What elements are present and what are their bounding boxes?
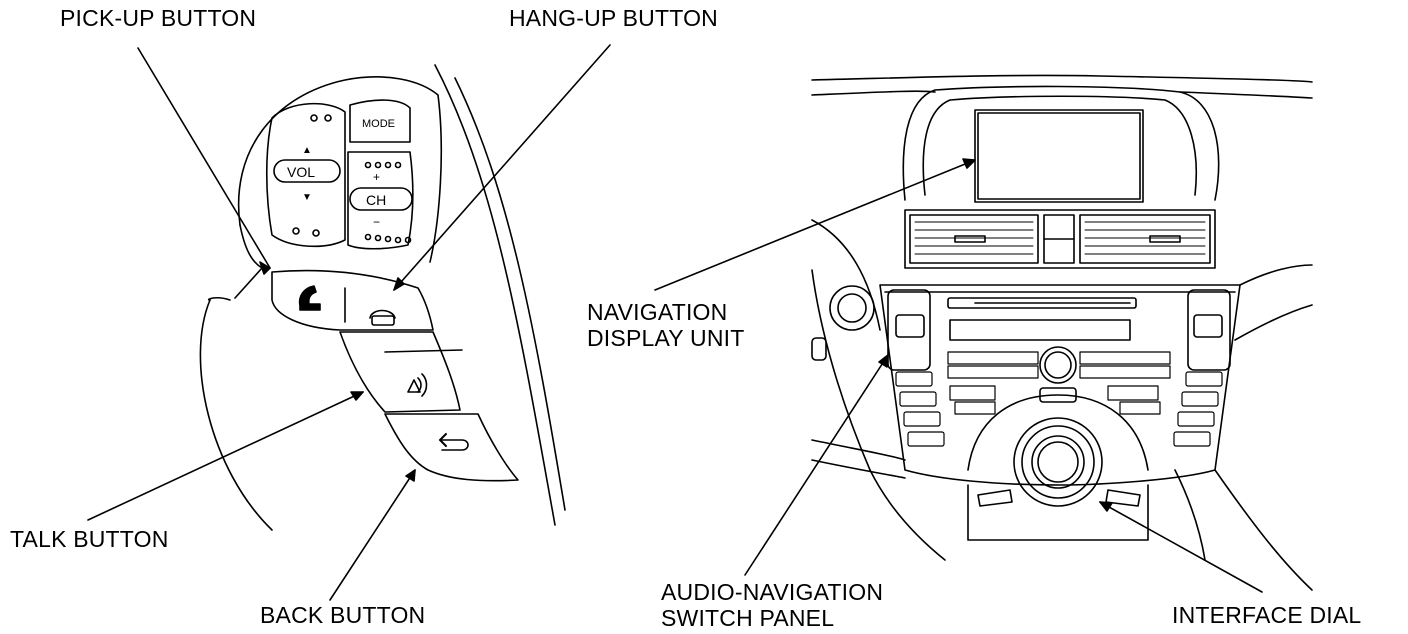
audio-navigation-switch-panel [879,284,1241,486]
vol-up-arrow-icon: ▲ [302,145,312,156]
vol-button-label: VOL [287,164,315,180]
back-button-label: BACK BUTTON [260,602,426,628]
talk-icon [407,373,428,397]
left-vent-round [829,285,875,331]
wheel-rim-inner [454,77,566,511]
vol-pad [265,102,346,248]
interface-dial-arrow [1099,501,1113,512]
hangup-icon [369,309,396,326]
dashboard-illustration [654,74,1313,593]
audio-knob [1039,346,1077,384]
back-icon [439,433,469,451]
ch-minus-icon: − [373,215,380,229]
back-leader-line [329,469,416,601]
audio-navigation-label-line1: AUDIO-NAVIGATION [661,579,884,605]
wheel-rim-outer [434,64,556,526]
hangup-arrow [393,277,405,291]
pickup-leader-line [137,47,271,269]
center-vent-frame [904,209,1216,269]
audio-nav-leader-line [744,354,889,576]
interface-dial [1013,417,1103,507]
navigation-display-screen [974,109,1144,203]
hangup-button-label: HANG-UP BUTTON [509,5,718,31]
talk-leader-line [87,391,364,521]
ch-button-label: CH [366,192,386,208]
ch-plus-icon: + [373,170,380,184]
interface-dial-label: INTERFACE DIAL [1172,602,1362,628]
ch-button [349,187,413,211]
navigation-display-label-line1: NAVIGATION [587,299,728,325]
nav-display-leader-line [654,159,976,291]
display-hood [902,85,1220,201]
audio-navigation-label-line2: SWITCH PANEL [661,605,835,631]
hangup-leader-line [393,44,611,291]
talk-button-label: TALK BUTTON [10,526,169,552]
mode-button [349,99,411,143]
ch-pad [347,151,414,250]
nav-display-arrow [962,158,976,169]
audio-nav-arrow [878,354,889,368]
steering-wheel-illustration [87,44,611,601]
talk-arrow [350,391,364,401]
mode-button-label: MODE [362,118,395,130]
vol-down-arrow-icon: ▼ [302,192,312,203]
pickup-arrow [259,261,271,275]
back-button-body [384,413,519,482]
back-arrow [405,469,416,482]
vol-button [273,159,341,183]
talk-button-body [339,331,461,413]
navigation-display-label-line2: DISPLAY UNIT [587,325,745,351]
pickup-button-label: PICK-UP BUTTON [60,5,257,31]
interface-dial-leader-line [1099,501,1263,593]
pickup-hangup-panel [271,269,434,331]
pickup-icon [298,285,321,311]
